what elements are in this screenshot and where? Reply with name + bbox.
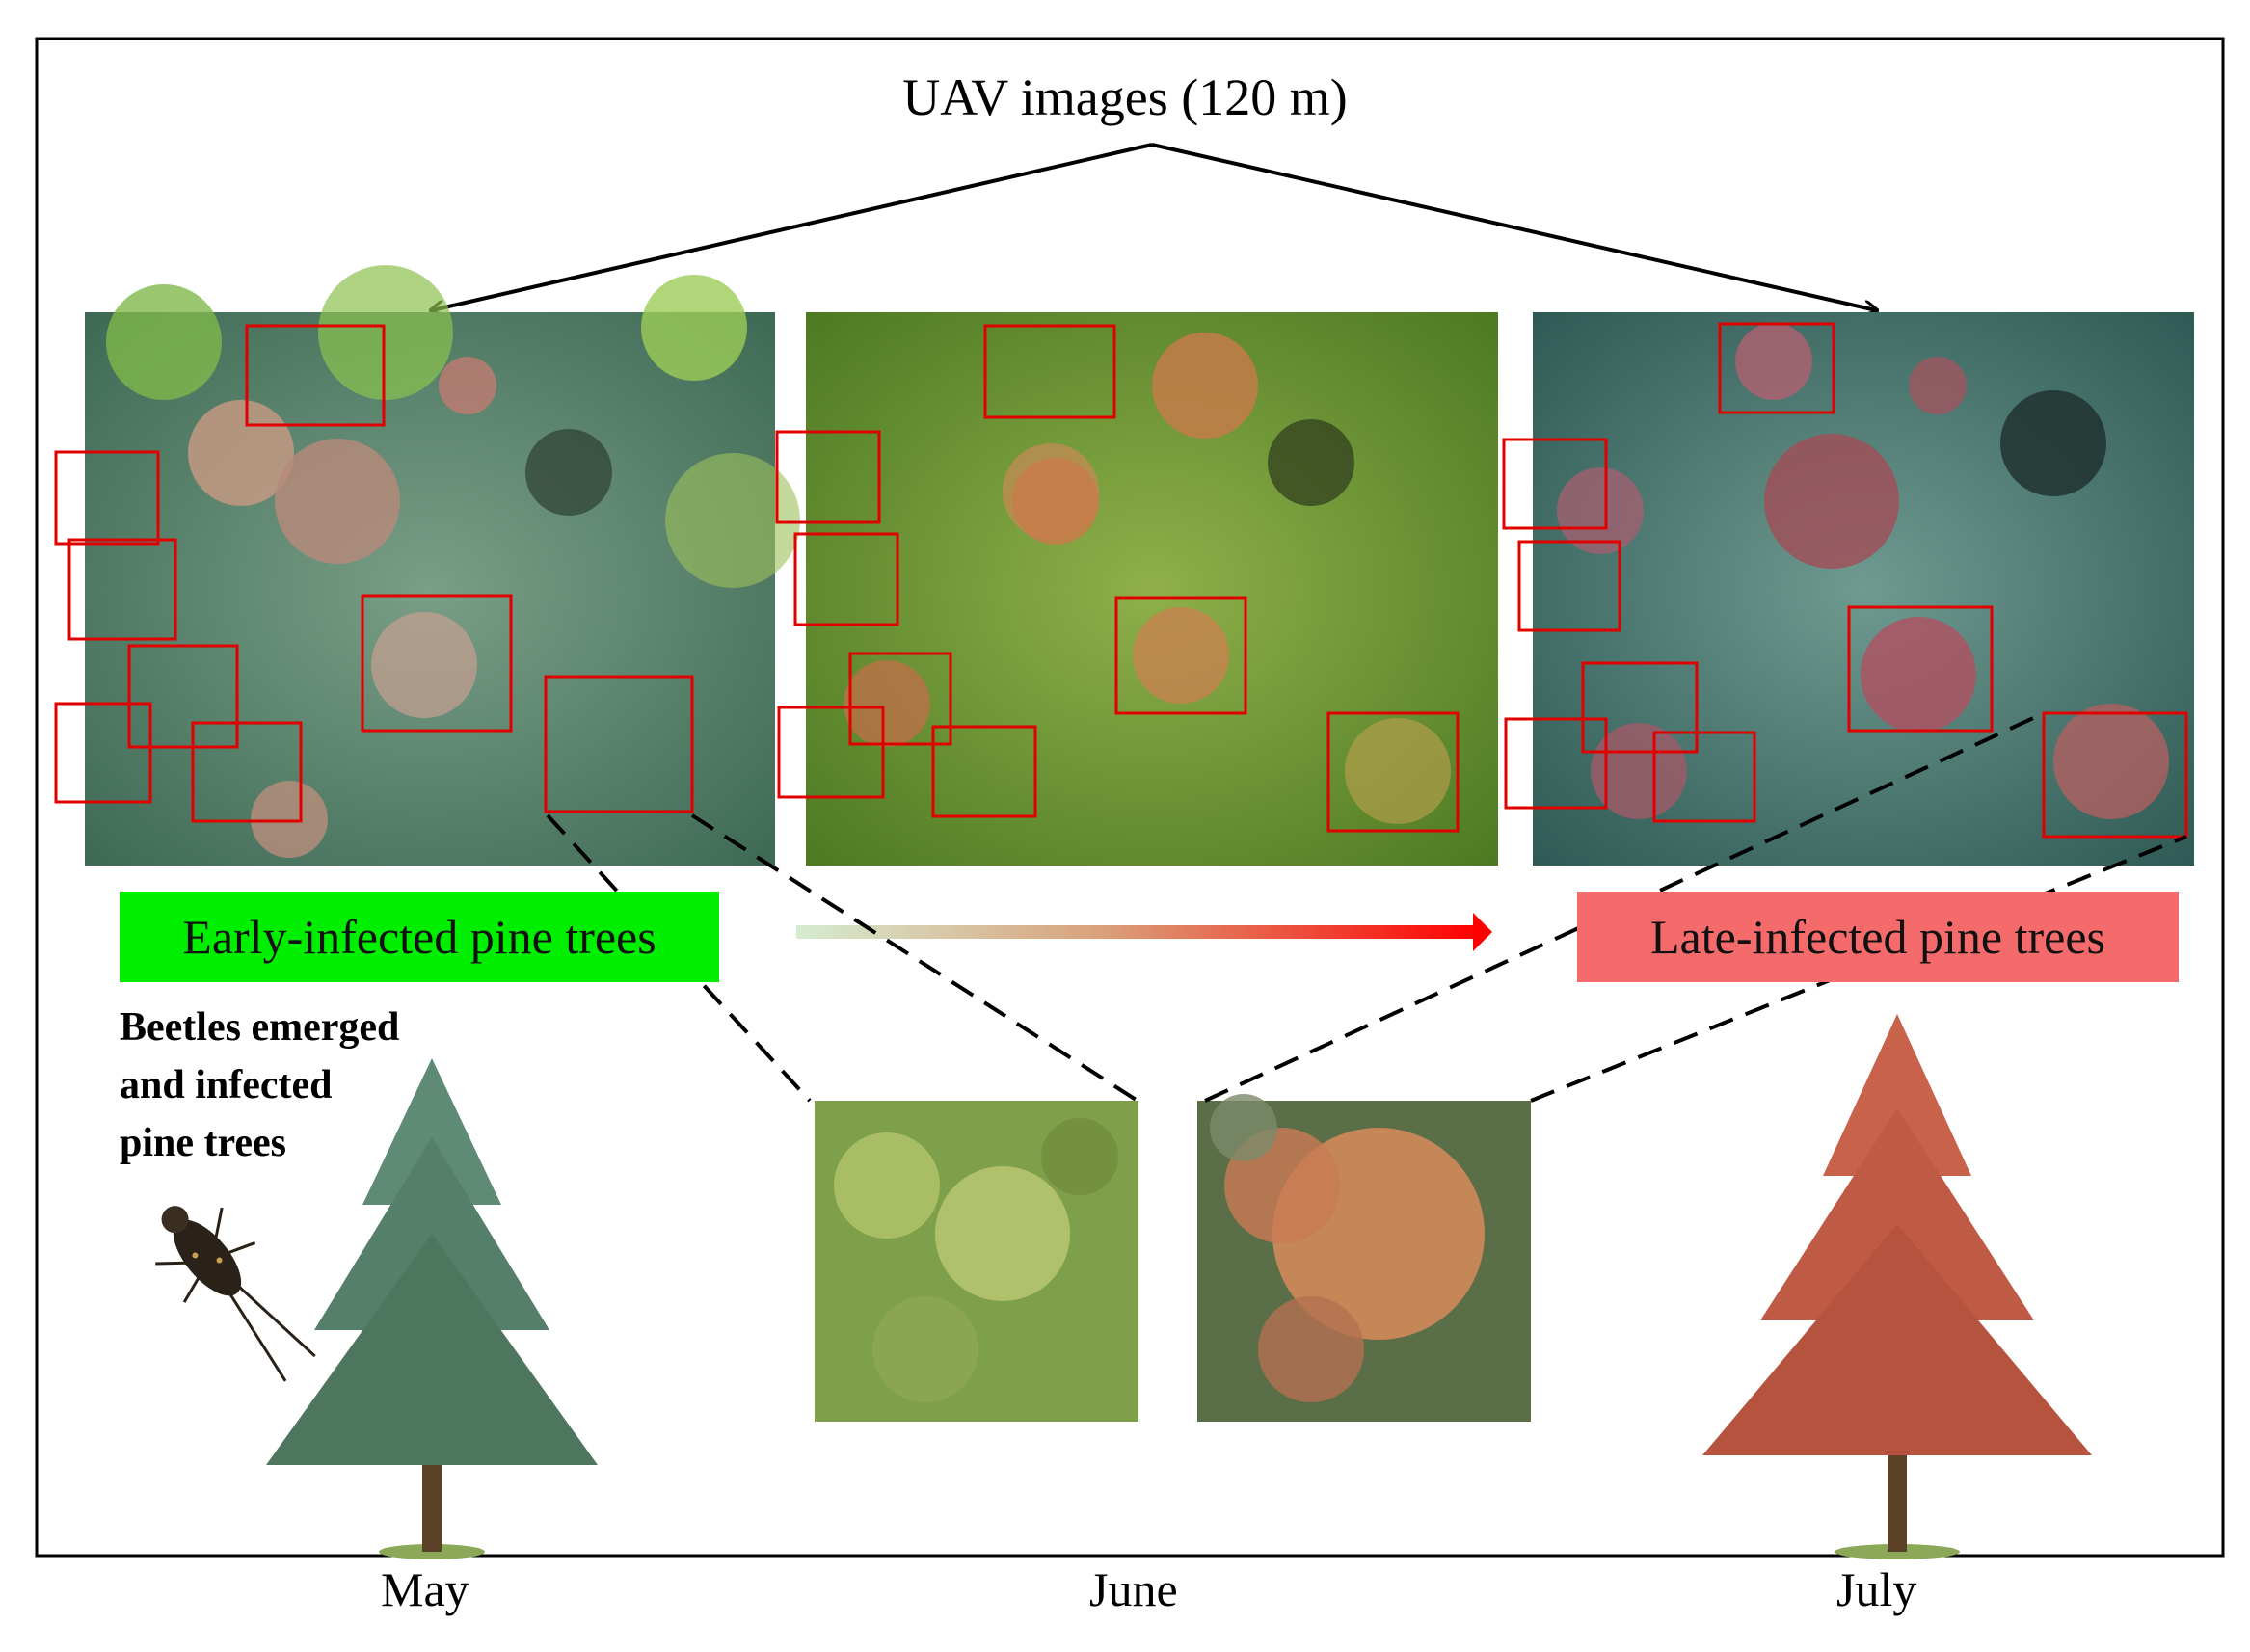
detection-boxes-june — [775, 324, 1460, 833]
month-label-may: May — [381, 1562, 469, 1616]
uav-image-july — [1533, 312, 2194, 866]
zoom-patch-early — [815, 1101, 1138, 1422]
early-infected-text: Early-infected pine trees — [182, 910, 656, 964]
title-arrows — [432, 143, 1876, 310]
uav-image-may — [85, 265, 800, 866]
early-infected-label: Early-infected pine trees — [120, 892, 719, 982]
uav-image-june — [806, 312, 1498, 866]
month-label-july: July — [1836, 1562, 1917, 1616]
progression-arrow-icon — [796, 913, 1492, 951]
late-infected-label: Late-infected pine trees — [1577, 892, 2179, 982]
zoom-patch-late — [1197, 1094, 1531, 1422]
month-label-june: June — [1089, 1562, 1178, 1616]
beetle-note: Beetles emerged and infected pine trees — [120, 1005, 400, 1165]
infected-pine-tree-icon — [1702, 1014, 2092, 1559]
late-infected-text: Late-infected pine trees — [1650, 910, 2105, 964]
figure-frame — [35, 37, 2225, 1558]
detection-boxes-may — [54, 324, 694, 823]
healthy-pine-tree-icon — [266, 1058, 598, 1559]
figure-title: UAV images (120 m) — [902, 68, 1348, 126]
beetle-icon — [155, 1206, 316, 1382]
detection-boxes-july — [1502, 322, 2188, 839]
